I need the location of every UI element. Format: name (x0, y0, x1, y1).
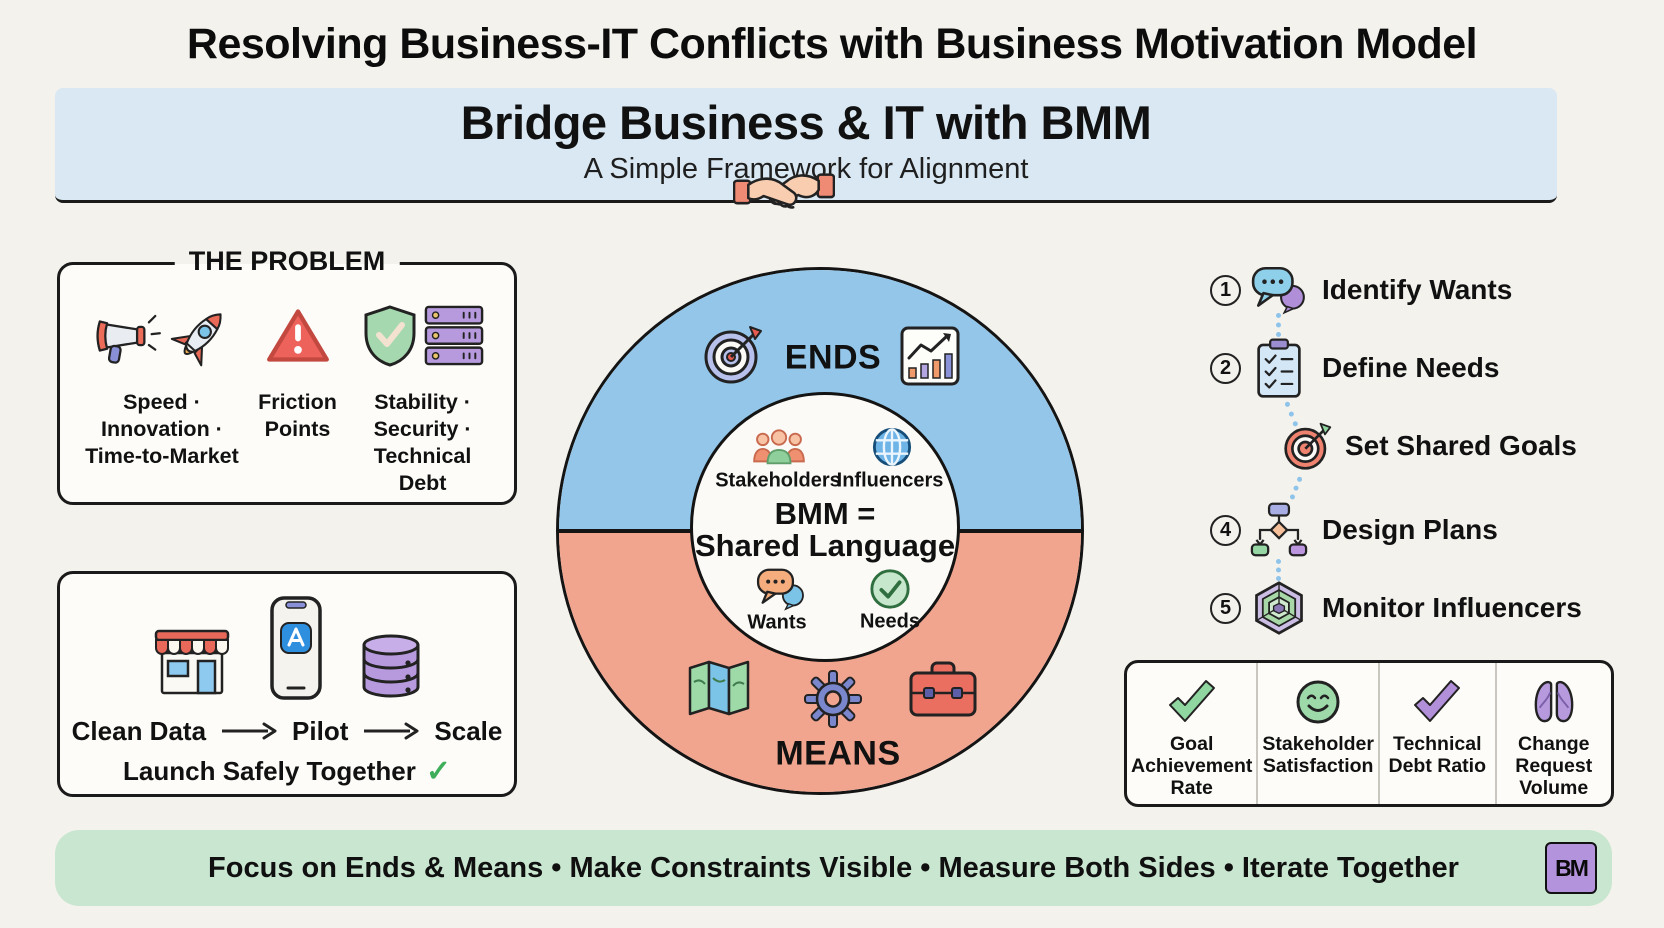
flow-step-label: Scale (434, 716, 503, 746)
growth-chart-icon (900, 326, 960, 391)
page-title: Resolving Business-IT Conflicts with Bus… (186, 20, 1478, 68)
influencers-label: Influencers (836, 469, 944, 492)
problem-item-business: Speed · Innovation · Time-to-Market (76, 295, 248, 497)
problem-item-friction: Friction Points (248, 295, 347, 497)
metric-change-requests: Change Request Volume (1494, 663, 1612, 804)
metric-label: Change Request Volume (1515, 733, 1593, 799)
megaphone-icon (91, 306, 165, 371)
metric-goal-achievement: Goal Achievement Rate (1127, 663, 1256, 804)
ends-label: ENDS (784, 338, 882, 377)
globe-icon (872, 427, 912, 472)
handshake-icon (732, 156, 836, 232)
target-arrow-icon (1283, 421, 1333, 471)
bmm-logo: BM (1545, 842, 1597, 894)
step-label: Design Plans (1322, 514, 1498, 545)
bmm-heading-line1: BMM = (774, 496, 876, 531)
step-label: Monitor Influencers (1322, 592, 1582, 623)
step-design-plans: 4 Design Plans (1210, 502, 1498, 558)
bmm-inner-circle: Stakeholders Influencers BMM = Shared La… (690, 392, 960, 662)
check-circle-icon (869, 568, 911, 615)
hero-title: Bridge Business & IT with BMM (460, 96, 1152, 149)
database-icon (358, 631, 424, 706)
clipboard-checklist-icon (1250, 338, 1308, 398)
step-set-shared-goals: Set Shared Goals (1283, 418, 1577, 474)
wants-label: Wants (747, 611, 807, 634)
shield-check-icon (361, 304, 419, 373)
metric-stakeholder-satisfaction: Stakeholder Satisfaction (1256, 663, 1378, 804)
change-volume-icon (1532, 676, 1576, 728)
footer-text: Focus on Ends & Means • Make Constraints… (208, 851, 1459, 884)
stakeholders-label: Stakeholders (715, 469, 841, 492)
bmm-heading-line2: Shared Language (694, 528, 956, 563)
target-icon (702, 322, 766, 391)
metric-label: Technical Debt Ratio (1388, 733, 1487, 777)
check-green-glyph: ✓ (425, 755, 451, 788)
rocket-icon (169, 304, 233, 373)
step-label: Identify Wants (1322, 274, 1513, 305)
metrics-box: Goal Achievement Rate Stakeholder Satisf… (1124, 660, 1614, 807)
phone-appstore-icon (268, 595, 324, 706)
smiley-icon (1295, 676, 1341, 728)
step-identify-wants: 1 Identify Wants (1210, 262, 1512, 318)
step-label: Define Needs (1322, 352, 1500, 383)
dotted-connector (1276, 559, 1281, 581)
server-stack-icon (423, 305, 485, 372)
needs-label: Needs (859, 610, 921, 633)
toolbox-icon (908, 660, 978, 723)
footer-banner: Focus on Ends & Means • Make Constraints… (55, 830, 1612, 906)
people-group-icon (751, 427, 807, 474)
problem-box: THE PROBLEM (57, 246, 517, 505)
radar-hexagon-icon (1250, 579, 1308, 637)
problem-box-title: THE PROBLEM (174, 246, 400, 277)
dotted-connector (1276, 313, 1281, 337)
metric-label: Stakeholder Satisfaction (1262, 733, 1374, 777)
step-number: 4 (1210, 514, 1241, 546)
problem-item-label: Friction Points (258, 390, 337, 441)
gear-icon (802, 668, 864, 735)
warning-triangle-icon (266, 306, 330, 371)
checkmark-green-icon (1168, 676, 1216, 728)
step-number: 2 (1210, 352, 1241, 384)
storefront-icon (150, 627, 234, 706)
solution-box: Clean Data Pilot Scale Launch Safely Tog… (57, 571, 517, 797)
map-icon (686, 658, 752, 723)
chat-bubbles-icon (755, 567, 807, 616)
means-label: MEANS (775, 734, 901, 773)
dotted-connector (1289, 476, 1303, 501)
step-number: 1 (1210, 274, 1241, 306)
step-monitor-influencers: 5 Monitor Influencers (1210, 580, 1582, 636)
checkmark-purple-icon (1413, 676, 1461, 728)
solution-footer-label: Launch Safely Together (123, 756, 416, 786)
problem-item-label: Speed · Innovation · Time-to-Market (85, 390, 239, 468)
problem-item-label: Stability · Security · Technical Debt (373, 390, 472, 495)
flow-step-label: Clean Data (71, 716, 207, 746)
flow-step-label: Pilot (292, 716, 349, 746)
metric-label: Goal Achievement Rate (1131, 733, 1253, 799)
problem-item-it: Stability · Security · Technical Debt (347, 295, 498, 497)
chat-bubbles-icon (1250, 261, 1308, 319)
arrow-right-icon (362, 716, 420, 747)
step-number: 5 (1210, 592, 1241, 624)
arrow-right-icon (220, 716, 278, 747)
bmm-logo-text: BM (1555, 854, 1589, 881)
step-label: Set Shared Goals (1345, 430, 1577, 461)
metric-technical-debt: Technical Debt Ratio (1378, 663, 1495, 804)
step-define-needs: 2 Define Needs (1210, 338, 1500, 398)
flowchart-icon (1250, 501, 1308, 559)
